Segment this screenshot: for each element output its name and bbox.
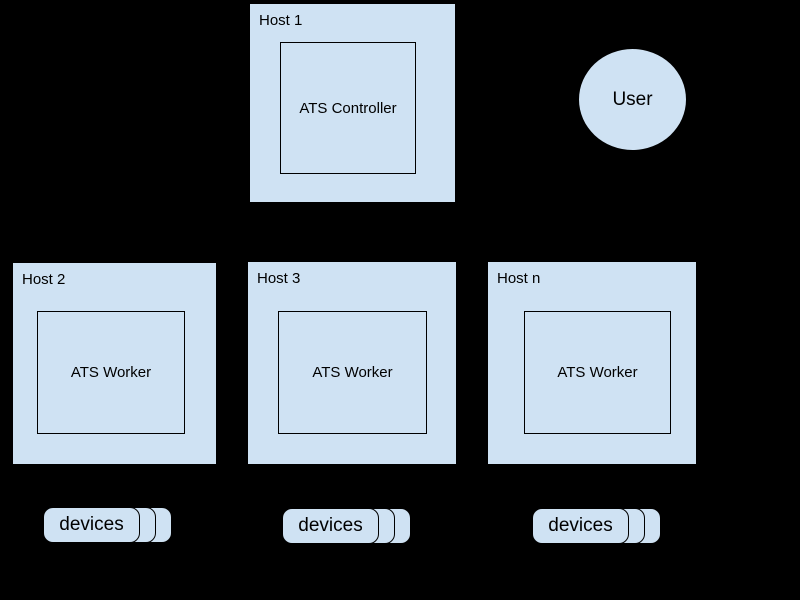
host-n-box: Host n ATS Worker [487,261,697,465]
ats-worker-node-3: ATS Worker [524,311,671,434]
host-1-box: Host 1 ATS Controller [249,3,456,203]
host-2-box: Host 2 ATS Worker [12,262,217,465]
ats-worker-label-1: ATS Worker [70,364,152,381]
host-1-label: Host 1 [259,12,303,29]
device-card-front: devices [43,507,140,543]
device-card-front: devices [532,508,629,544]
devices-label-2: devices [298,515,363,536]
user-circle: User [578,48,687,151]
devices-label-1: devices [59,514,124,535]
device-stack-2: devices [282,508,411,544]
device-stack-1: devices [43,507,172,543]
ats-worker-node-2: ATS Worker [278,311,427,434]
ats-controller-node: ATS Controller [280,42,416,174]
ats-worker-node-1: ATS Worker [37,311,185,434]
host-2-label: Host 2 [22,271,66,288]
device-stack-3: devices [532,508,661,544]
host-n-label: Host n [497,270,541,287]
user-label: User [612,88,653,110]
devices-label-3: devices [548,515,613,536]
device-card-front: devices [282,508,379,544]
host-3-label: Host 3 [257,270,301,287]
ats-controller-label: ATS Controller [299,99,397,117]
host-3-box: Host 3 ATS Worker [247,261,457,465]
ats-worker-label-3: ATS Worker [557,364,638,381]
ats-worker-label-2: ATS Worker [312,364,393,381]
